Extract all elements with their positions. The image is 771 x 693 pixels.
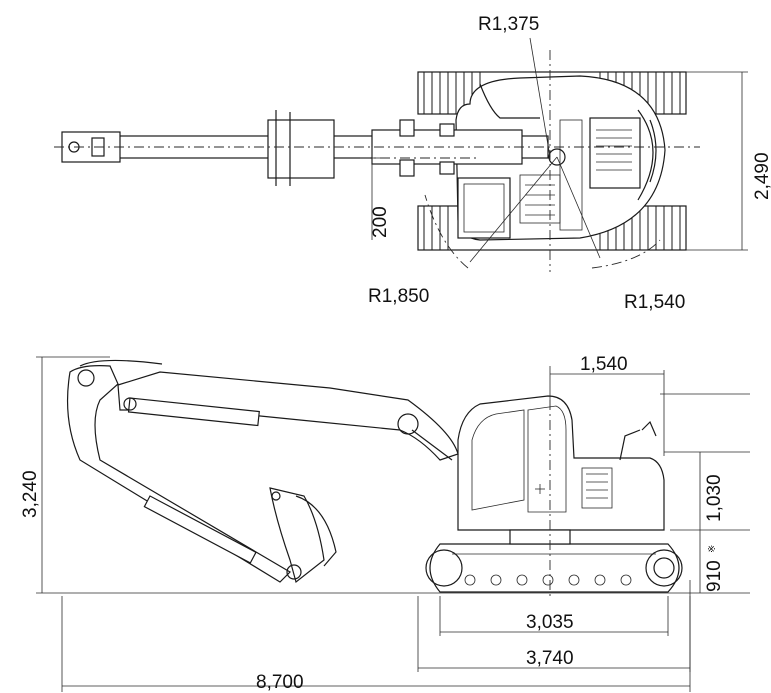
crawler-length-label: 3,740 <box>526 648 574 669</box>
tail-length-label: 1,540 <box>580 354 628 375</box>
top-view <box>54 37 748 272</box>
side-view <box>36 356 750 692</box>
ground-clearance-label: 910 <box>704 560 725 592</box>
side-upper-structure <box>457 395 665 545</box>
side-bucket <box>269 487 337 584</box>
counterweight-height-label: 1,030 <box>704 474 725 522</box>
side-arm <box>66 359 291 583</box>
clearance-note-mark: ※ <box>707 545 718 553</box>
top-engine-hood <box>589 117 641 189</box>
offset-200-label: 200 <box>370 206 391 238</box>
side-crawler <box>425 543 683 593</box>
front-min-radius-label: R1,850 <box>368 286 429 307</box>
tail-swing-radius-label: R1,540 <box>624 292 685 313</box>
side-boom <box>117 371 459 461</box>
overall-width-label: 2,490 <box>752 152 771 200</box>
overall-length-label: 8,700 <box>256 672 304 693</box>
top-cab <box>457 177 511 239</box>
front-swing-radius-label: R1,375 <box>478 14 539 35</box>
machine-height-label: 3,240 <box>20 470 41 518</box>
tumbler-distance-label: 3,035 <box>526 612 574 633</box>
